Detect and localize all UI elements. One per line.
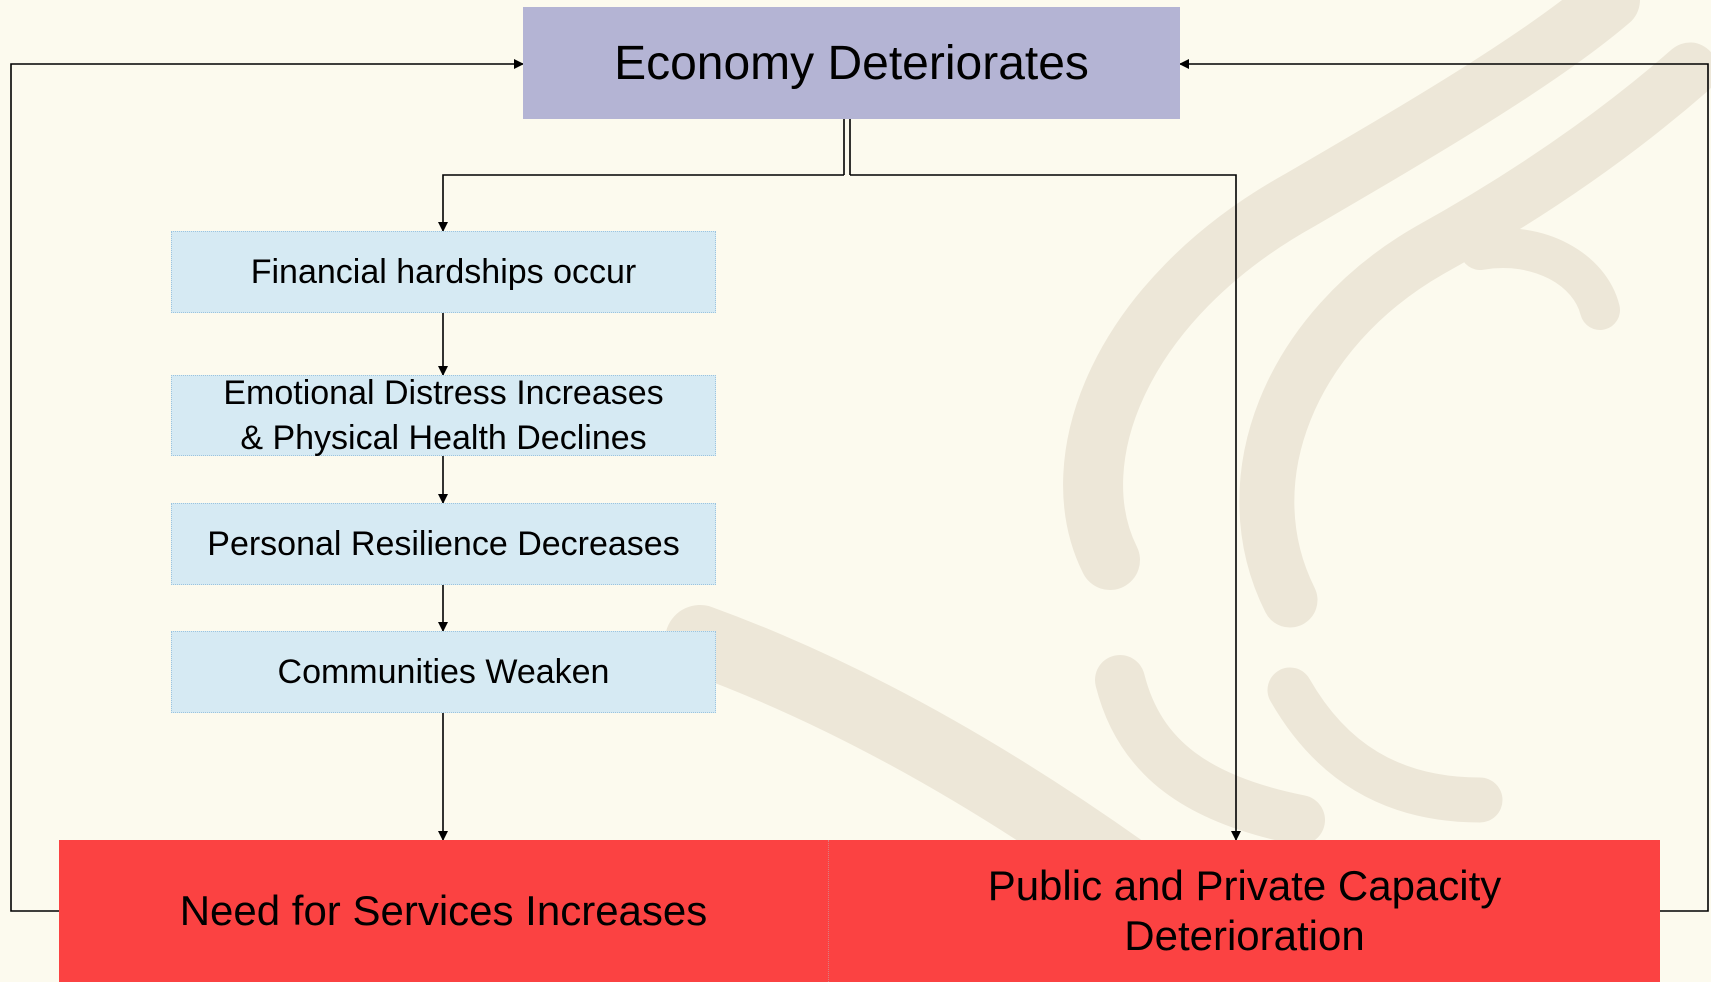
emblem-band-6 [1460,228,1620,330]
emblem-band-5 [1267,667,1503,823]
need-for-services-label: Need for Services Increases [179,887,708,934]
personal-resilience-label: Personal Resilience Decreases [207,524,680,563]
financial-hardships-box: Financial hardships occur [171,231,716,313]
emotional-distress-label-line2: & Physical Health Declines [240,418,647,457]
need-for-services-box: Need for Services Increases [59,840,828,982]
emotional-distress-label-line1: Emotional Distress Increases [223,373,664,412]
capacity-deterioration-label-line2: Deterioration [1124,912,1365,959]
communities-weaken-box: Communities Weaken [171,631,716,713]
economy-deteriorates-label: Economy Deteriorates [614,36,1089,90]
emotional-distress-box: Emotional Distress Increases & Physical … [171,374,716,457]
personal-resilience-box: Personal Resilience Decreases [171,503,716,585]
financial-hardships-label: Financial hardships occur [250,252,637,291]
economy-deteriorates-box: Economy Deteriorates [523,7,1180,119]
capacity-deterioration-label-line1: Public and Private Capacity [987,862,1502,909]
feedback-loop-left [10,59,524,912]
emblem-band-4 [1095,655,1325,845]
connector-to-financial-hardships [438,174,844,232]
capacity-deterioration-box: Public and Private Capacity Deterioratio… [828,840,1660,982]
feedback-loop-right [1179,59,1709,912]
emblem-band-3 [1239,42,1711,628]
communities-weaken-label: Communities Weaken [277,652,610,691]
connector-to-capacity-deterioration [850,174,1241,841]
